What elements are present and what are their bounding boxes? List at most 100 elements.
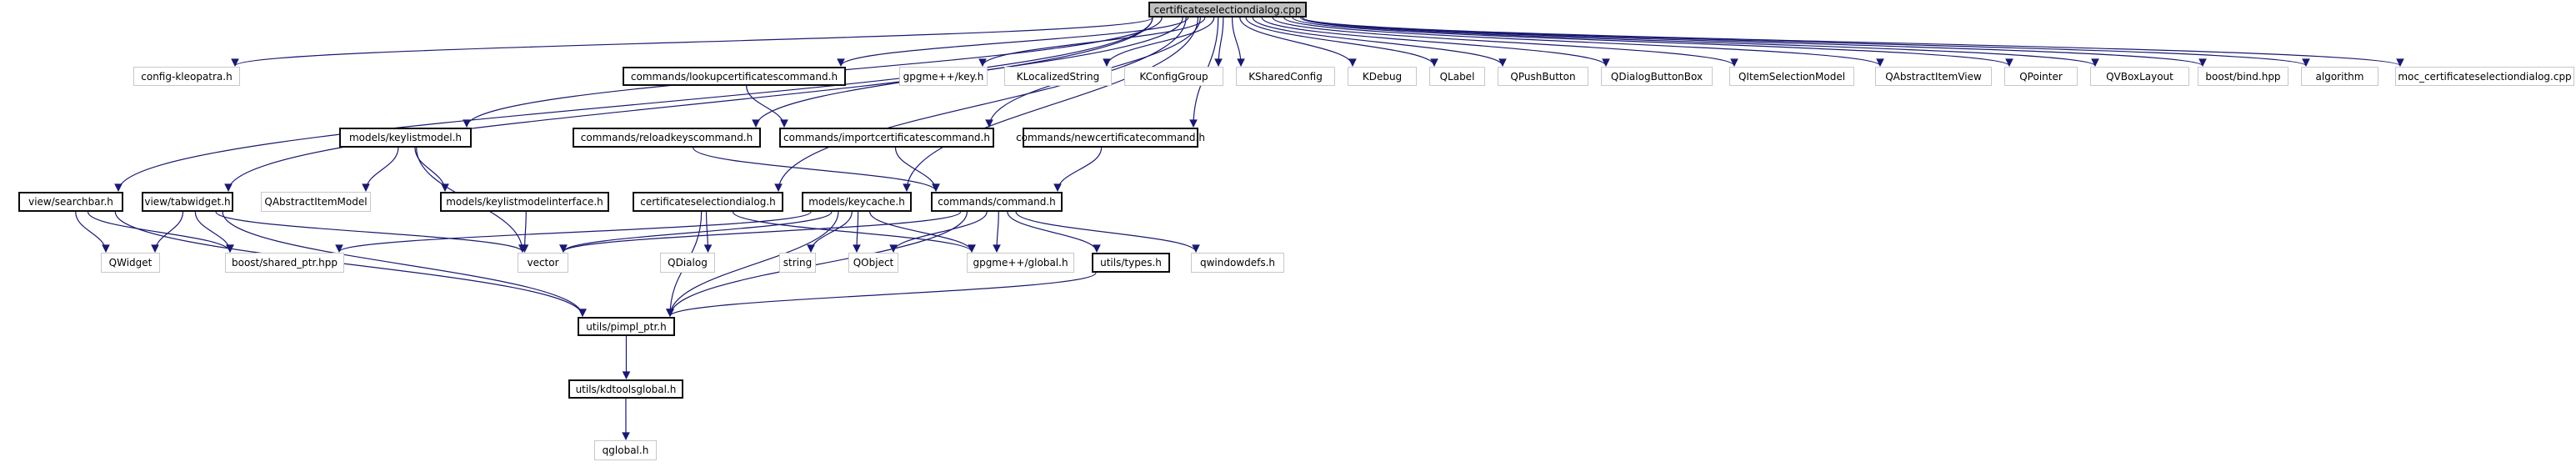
graph-node-lookupcmd[interactable]: commands/lookupcertificatescommand.h	[623, 67, 846, 86]
graph-node-qglobal: qglobal.h	[594, 440, 657, 460]
graph-node-label: QItemSelectionModel	[1738, 70, 1846, 83]
graph-node-label: commands/newcertificatecommand.h	[1016, 132, 1205, 143]
edge-tabwidget-to-qwidget	[151, 211, 184, 253]
graph-node-label: commands/importcertificatescommand.h	[783, 132, 990, 143]
edge-cpp-to-key_h	[978, 17, 1206, 67]
graph-node-label: boost/bind.hpp	[2205, 70, 2281, 83]
graph-node-sharedptr: boost/shared_ptr.hpp	[225, 253, 344, 273]
edge-keycache-to-vector	[559, 211, 833, 253]
graph-node-label: qwindowdefs.h	[1199, 257, 1276, 269]
graph-node-keylistmodel[interactable]: models/keylistmodel.h	[339, 128, 472, 148]
edge-cpp-to-certseldlg_h	[774, 17, 1187, 192]
graph-node-boostbind: boost/bind.hpp	[2198, 67, 2288, 86]
edge-command_h-to-vector	[559, 211, 962, 253]
edge-cpp-to-qabstractitemview	[1283, 17, 1884, 67]
edge-cpp-to-kdebug	[1239, 17, 1357, 67]
edge-searchbar-to-qwidget	[75, 211, 110, 253]
graph-node-label: models/keycache.h	[808, 196, 905, 208]
edge-command_h-to-types_h	[1007, 211, 1101, 253]
edge-keylistmodeliface-to-vector	[520, 211, 529, 253]
graph-node-label: config-kleopatra.h	[141, 70, 233, 83]
edge-cpp-to-qlabel	[1245, 17, 1438, 67]
graph-node-label: QPushButton	[1510, 70, 1576, 83]
graph-node-label: models/keylistmodel.h	[348, 132, 463, 143]
graph-node-algorithm: algorithm	[2301, 67, 2378, 86]
graph-node-label: vector	[527, 257, 559, 269]
graph-node-label: QDialogButtonBox	[1610, 70, 1703, 83]
graph-node-label: models/keylistmodelinterface.h	[446, 196, 603, 208]
graph-node-qdialogbuttonbox: QDialogButtonBox	[1601, 67, 1713, 86]
graph-node-label: qglobal.h	[602, 444, 649, 456]
graph-node-keylistmodeliface[interactable]: models/keylistmodelinterface.h	[440, 192, 609, 212]
graph-node-kdtoolsglobal[interactable]: utils/kdtoolsglobal.h	[568, 379, 683, 399]
graph-node-qlabel: QLabel	[1429, 67, 1485, 86]
graph-node-ksharedconfig: KSharedConfig	[1236, 67, 1335, 86]
graph-node-label: QAbstractItemModel	[264, 196, 368, 208]
graph-node-label: utils/kdtoolsglobal.h	[575, 383, 677, 395]
graph-node-qpushbutton: QPushButton	[1498, 67, 1588, 86]
graph-node-vector: vector	[518, 253, 568, 273]
graph-node-label: algorithm	[2315, 70, 2364, 83]
edge-command_h-to-gpgglobal	[993, 211, 1001, 253]
edge-cpp-to-moc	[1302, 17, 2404, 67]
graph-node-importcmd[interactable]: commands/importcertificatescommand.h	[779, 128, 994, 148]
graph-node-newcertcmd[interactable]: commands/newcertificatecommand.h	[1016, 128, 1205, 148]
edge-cpp-to-searchbar	[114, 17, 1153, 192]
graph-node-label: QAbstractItemView	[1885, 70, 1982, 83]
edge-newcertcmd-to-command_h	[1053, 147, 1103, 192]
graph-node-qitemselectionmodel: QItemSelectionModel	[1729, 67, 1854, 86]
graph-node-label: QLabel	[1439, 70, 1475, 83]
edge-importcmd-to-command_h	[894, 147, 940, 192]
graph-node-reloadcmd[interactable]: commands/reloadkeyscommand.h	[573, 128, 761, 148]
edge-certseldlg_h-to-gpgglobal	[732, 211, 976, 253]
graph-node-qpointer: QPointer	[2004, 67, 2078, 86]
graph-node-moc: moc_certificateselectiondialog.cpp	[2395, 67, 2574, 86]
edge-types_h-to-pimplptr	[666, 272, 1097, 317]
edge-cpp-to-klocalizedstring	[1103, 17, 1215, 67]
graph-node-label: commands/lookupcertificatescommand.h	[630, 70, 838, 83]
graph-node-string: string	[779, 253, 816, 273]
graph-node-label: certificateselectiondialog.h	[640, 196, 776, 208]
graph-node-keycache[interactable]: models/keycache.h	[802, 192, 912, 212]
graph-node-config: config-kleopatra.h	[133, 67, 240, 86]
graph-node-searchbar[interactable]: view/searchbar.h	[18, 192, 123, 212]
graph-node-qabstractitemview: QAbstractItemView	[1875, 67, 1992, 86]
graph-node-qvboxlayout: QVBoxLayout	[2090, 67, 2189, 86]
edge-reloadcmd-to-command_h	[693, 147, 940, 192]
edge-keycache-to-qobject	[853, 211, 861, 253]
graph-node-label: KDebug	[1362, 70, 1403, 83]
graph-node-label: string	[783, 257, 813, 269]
graph-node-label: KConfigGroup	[1139, 70, 1208, 83]
edge-cpp-to-algorithm	[1302, 17, 2310, 67]
edge-tabwidget-to-sharedptr	[194, 211, 234, 253]
graph-node-label: QWidget	[108, 257, 153, 269]
edge-keylistmodel-to-keylistmodeliface	[414, 147, 449, 192]
graph-node-label: KSharedConfig	[1248, 70, 1323, 83]
graph-node-label: commands/reloadkeyscommand.h	[580, 132, 753, 143]
graph-node-pimplptr[interactable]: utils/pimpl_ptr.h	[578, 317, 675, 336]
graph-node-label: QDialog	[668, 257, 708, 269]
edge-cpp-to-keycache	[903, 17, 1198, 192]
graph-node-tabwidget[interactable]: view/tabwidget.h	[142, 192, 233, 212]
graph-node-klocalizedstring: KLocalizedString	[1004, 67, 1112, 86]
graph-node-key_h: gpgme++/key.h	[899, 67, 988, 86]
graph-node-certseldlg_h[interactable]: certificateselectiondialog.h	[633, 192, 783, 212]
edge-keylistmodel-to-qabstractitemmodel	[362, 147, 399, 192]
graph-node-cpp: certificateselectiondialog.cpp	[1148, 2, 1307, 18]
edge-cpp-to-qpointer	[1292, 17, 2013, 67]
graph-node-qabstractitemmodel: QAbstractItemModel	[261, 192, 371, 212]
edge-lookupcmd-to-importcmd	[746, 85, 788, 128]
graph-node-gpgglobal: gpgme++/global.h	[967, 253, 1074, 273]
edge-certseldlg_h-to-qdialog	[703, 211, 713, 253]
edge-tabwidget-to-vector	[215, 211, 527, 253]
edge-cpp-to-kconfiggroup	[1214, 17, 1224, 67]
graph-node-label: moc_certificateselectiondialog.cpp	[2398, 70, 2572, 83]
edge-cpp-to-lookupcmd	[837, 17, 1189, 67]
graph-node-types_h[interactable]: utils/types.h	[1092, 253, 1170, 273]
edge-command_h-to-qwindowdefs	[1015, 211, 1200, 253]
edge-cpp-to-ksharedconfig	[1231, 17, 1245, 67]
graph-node-label: commands/command.h	[938, 196, 1056, 208]
graph-node-command_h[interactable]: commands/command.h	[931, 192, 1063, 212]
graph-node-qobject: QObject	[848, 253, 898, 273]
